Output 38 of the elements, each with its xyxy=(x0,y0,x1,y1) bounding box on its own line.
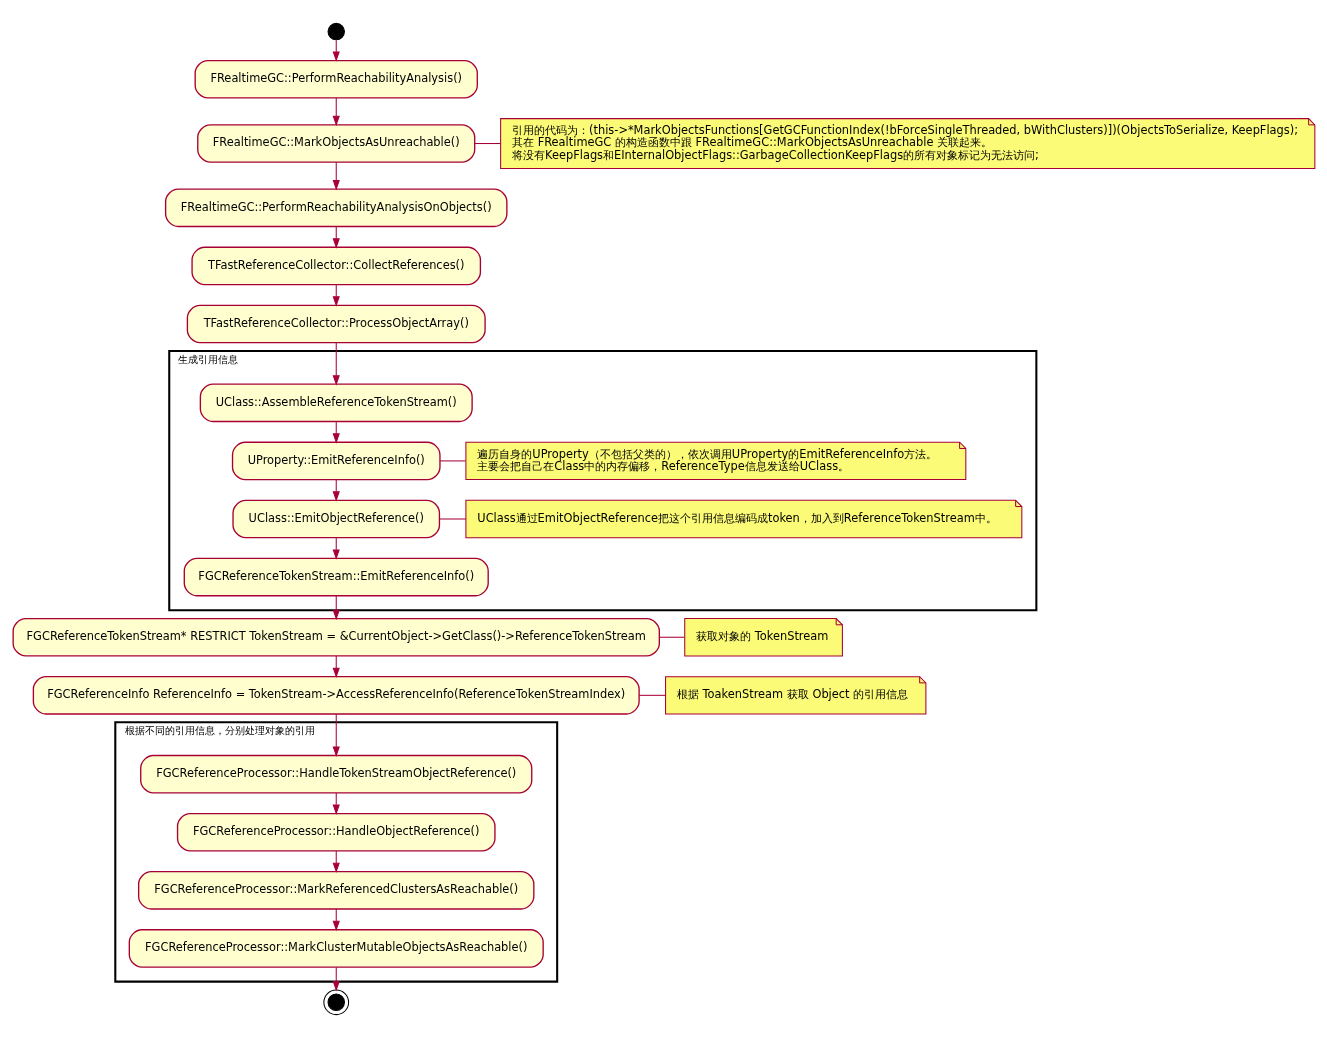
arrow xyxy=(332,283,340,307)
arrow xyxy=(332,225,340,249)
connector xyxy=(473,142,501,144)
node-box: TFastReferenceCollector::CollectReferences() xyxy=(190,246,481,285)
node-box: FGCReferenceTokenStream::EmitReferenceInfo() xyxy=(183,557,489,596)
node-box: FRealtimeGC::MarkObjectsAsUnreachable() xyxy=(196,123,475,163)
node-box: UClass::EmitObjectReference() xyxy=(231,499,440,538)
node-box: FGCReferenceInfo ReferenceInfo = TokenStream->AccessReferenceInfo(ReferenceTokenStreamIndex) xyxy=(32,675,640,715)
node-box: UProperty::EmitReferenceInfo() xyxy=(231,441,441,480)
arrow xyxy=(332,420,340,444)
arrow xyxy=(332,655,340,678)
arrow xyxy=(332,791,340,815)
arrow xyxy=(332,536,340,560)
arrow xyxy=(332,713,340,757)
arrow xyxy=(332,594,340,620)
node-box: FGCReferenceProcessor::MarkReferencedClustersAsReachable() xyxy=(137,870,534,910)
connector xyxy=(439,459,466,461)
arrow xyxy=(332,908,340,931)
node-box: FGCReferenceProcessor::MarkClusterMutableObjectsAsReachable() xyxy=(128,928,544,968)
arrow xyxy=(332,341,340,386)
arrow xyxy=(332,966,340,991)
connector xyxy=(658,636,685,638)
node-box: FGCReferenceProcessor::HandleTokenStreamObjectReference() xyxy=(139,754,532,793)
arrow xyxy=(332,96,340,126)
node-box: TFastReferenceCollector::ProcessObjectArray() xyxy=(186,304,486,343)
arrow xyxy=(332,39,340,62)
node-circle xyxy=(327,22,345,40)
arrow xyxy=(332,478,340,502)
node-box: FGCReferenceProcessor::HandleObjectReference() xyxy=(176,812,496,852)
node-box: FGCReferenceTokenStream* RESTRICT TokenStream = &CurrentObject->GetClass()->ReferenceTokenStream xyxy=(11,617,660,657)
node-box: FRealtimeGC::PerformReachabilityAnalysisOnObjects() xyxy=(164,188,508,227)
arrow xyxy=(332,161,340,190)
node-box: FRealtimeGC::PerformReachabilityAnalysis() xyxy=(194,59,478,99)
node-box: UClass::AssembleReferenceTokenStream() xyxy=(199,383,473,422)
arrow xyxy=(332,850,340,873)
node-circle xyxy=(322,988,349,1015)
connector xyxy=(638,694,666,696)
connector xyxy=(438,518,466,519)
